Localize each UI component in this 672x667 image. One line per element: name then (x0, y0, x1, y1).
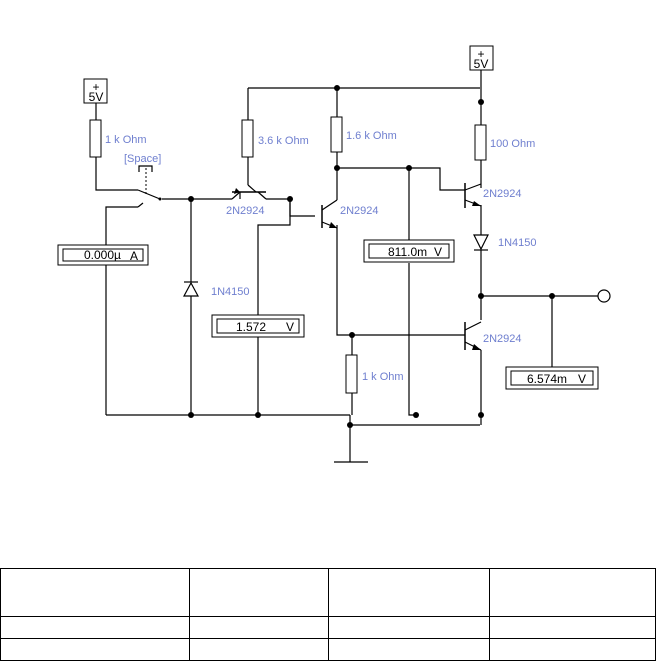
supply-left-plus: + (92, 80, 99, 94)
table-cell (328, 638, 490, 661)
voltmeter-v1: 1.572 V (211, 314, 305, 338)
label-r-100: 100 Ohm (490, 138, 535, 150)
supply-right: + 5V (469, 45, 494, 71)
label-r-16k: 1.6 k Ohm (346, 130, 397, 142)
results-table (0, 568, 656, 661)
circuit-schematic: + 5V + 5V (57, 45, 611, 463)
junctions (188, 85, 555, 428)
label-r-36k: 3.6 k Ohm (258, 135, 309, 147)
diode-d1 (182, 281, 200, 297)
table-row (0, 568, 656, 617)
diode-d2 (473, 234, 489, 251)
supply-right-plus: + (477, 47, 484, 61)
switch[interactable] (137, 165, 162, 208)
label-r-input: 1 k Ohm (105, 134, 147, 146)
resistors (89, 116, 487, 394)
label-q1: 2N2924 (226, 205, 265, 217)
table-cell (0, 616, 190, 639)
table-row (0, 616, 656, 639)
output-terminal[interactable] (597, 289, 611, 303)
voltmeter-v3: 6.574m V (505, 366, 599, 390)
voltmeter-v2: 811.0m V (363, 239, 455, 263)
label-d2: 1N4150 (498, 237, 537, 249)
label-q3: 2N2924 (483, 188, 522, 200)
voltmeter-v1-unit: V (286, 320, 294, 334)
voltmeter-v2-value: 811.0m (388, 245, 427, 259)
table-row (0, 638, 656, 661)
supply-left-label: 5V (89, 90, 104, 104)
label-d1: 1N4150 (211, 286, 250, 298)
table-cell (0, 638, 190, 661)
supply-right-label: 5V (474, 57, 489, 71)
transistor-q2 (321, 199, 338, 229)
voltmeter-v3-value: 6.574m (527, 372, 567, 386)
voltmeter-v2-unit: V (434, 245, 442, 259)
label-switch-key: [Space] (124, 153, 161, 165)
voltmeter-v3-unit: V (578, 372, 586, 386)
table-cell (489, 616, 656, 639)
label-q4: 2N2924 (483, 333, 522, 345)
resistor-16k (330, 116, 343, 153)
supply-left: + 5V (83, 78, 108, 104)
resistor-36k (241, 119, 254, 158)
table-cell (0, 568, 190, 617)
ammeter-unit: A (130, 249, 138, 263)
resistor-1k-bottom (345, 354, 358, 394)
table-cell (189, 568, 329, 617)
label-r-1k-bottom: 1 k Ohm (362, 371, 404, 383)
label-q2: 2N2924 (340, 205, 379, 217)
transistor-q1 (231, 184, 267, 200)
table-cell (489, 638, 656, 661)
wires (95, 70, 598, 463)
voltmeter-v1-value: 1.572 (236, 320, 266, 334)
resistor-input (89, 119, 102, 158)
table-cell (328, 616, 490, 639)
transistor-q3 (464, 183, 482, 208)
table-cell (189, 638, 329, 661)
table-cell (489, 568, 656, 617)
table-cell (189, 616, 329, 639)
ammeter: 0.000µ A (57, 244, 149, 266)
ammeter-value: 0.000µ (84, 248, 121, 262)
resistor-100 (474, 124, 487, 161)
table-cell (328, 568, 490, 617)
transistor-q4 (464, 321, 482, 351)
